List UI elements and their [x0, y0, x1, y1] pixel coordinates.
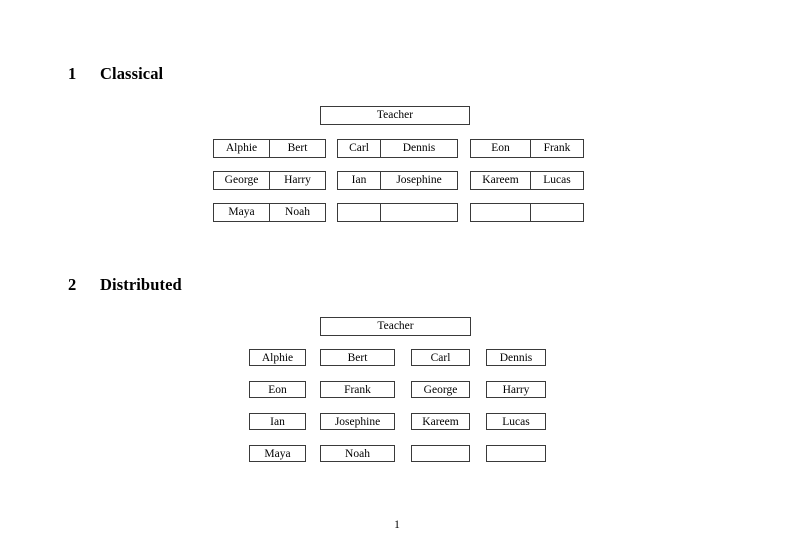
classical-group-2-row-2: Ian Josephine [337, 171, 458, 190]
classical-group-1-row-1: Alphie Bert [213, 139, 326, 158]
classical-group-1-row-3: Maya Noah [213, 203, 326, 222]
classical-group-2-row-3 [337, 203, 458, 222]
student-cell: George [213, 171, 270, 190]
distributed-student-box: Maya [249, 445, 306, 462]
student-cell: Dennis [380, 139, 458, 158]
teacher-cell: Teacher [320, 317, 471, 336]
student-cell-empty [470, 203, 531, 222]
table-row [337, 203, 458, 222]
classical-group-2-row-1: Carl Dennis [337, 139, 458, 158]
section-title: Distributed [100, 275, 182, 294]
table-row: Teacher [320, 106, 470, 125]
distributed-student-box: Bert [320, 349, 395, 366]
distributed-student-box: Dennis [486, 349, 546, 366]
distributed-student-box: Alphie [249, 349, 306, 366]
section-heading-distributed: 2 Distributed [68, 275, 182, 295]
distributed-student-box: George [411, 381, 470, 398]
distributed-student-box: Harry [486, 381, 546, 398]
distributed-student-box: Carl [411, 349, 470, 366]
table-row: Kareem Lucas [470, 171, 584, 190]
table-row: Carl Dennis [337, 139, 458, 158]
distributed-student-box: Josephine [320, 413, 395, 430]
section-number: 1 [68, 64, 77, 83]
student-cell: Alphie [213, 139, 270, 158]
distributed-teacher-box: Teacher [320, 317, 471, 336]
table-row: Ian Josephine [337, 171, 458, 190]
distributed-student-box: Frank [320, 381, 395, 398]
classical-group-3-row-1: Eon Frank [470, 139, 584, 158]
section-title: Classical [100, 64, 164, 83]
student-cell-empty [530, 203, 584, 222]
table-row: Eon Frank [470, 139, 584, 158]
student-cell: Frank [530, 139, 584, 158]
section-number: 2 [68, 275, 77, 294]
classical-group-3-row-3 [470, 203, 584, 222]
table-row: Alphie Bert [213, 139, 326, 158]
table-row: Maya Noah [213, 203, 326, 222]
student-cell-empty [380, 203, 458, 222]
student-cell: Ian [337, 171, 381, 190]
distributed-student-box: Eon [249, 381, 306, 398]
distributed-student-box: Ian [249, 413, 306, 430]
distributed-student-box-empty [411, 445, 470, 462]
teacher-cell: Teacher [320, 106, 470, 125]
page-number: 1 [394, 519, 400, 531]
section-heading-classical: 1 Classical [68, 64, 163, 84]
student-cell: Carl [337, 139, 381, 158]
table-row [470, 203, 584, 222]
student-cell: Eon [470, 139, 531, 158]
student-cell: Kareem [470, 171, 531, 190]
distributed-student-box: Noah [320, 445, 395, 462]
distributed-student-box-empty [486, 445, 546, 462]
student-cell: Maya [213, 203, 270, 222]
student-cell: Bert [269, 139, 326, 158]
student-cell: Lucas [530, 171, 584, 190]
classical-group-1-row-2: George Harry [213, 171, 326, 190]
table-row: Teacher [320, 317, 471, 336]
student-cell-empty [337, 203, 381, 222]
distributed-student-box: Kareem [411, 413, 470, 430]
distributed-student-box: Lucas [486, 413, 546, 430]
classical-group-3-row-2: Kareem Lucas [470, 171, 584, 190]
table-row: George Harry [213, 171, 326, 190]
student-cell: Josephine [380, 171, 458, 190]
classical-teacher-box: Teacher [320, 106, 470, 125]
student-cell: Noah [269, 203, 326, 222]
student-cell: Harry [269, 171, 326, 190]
